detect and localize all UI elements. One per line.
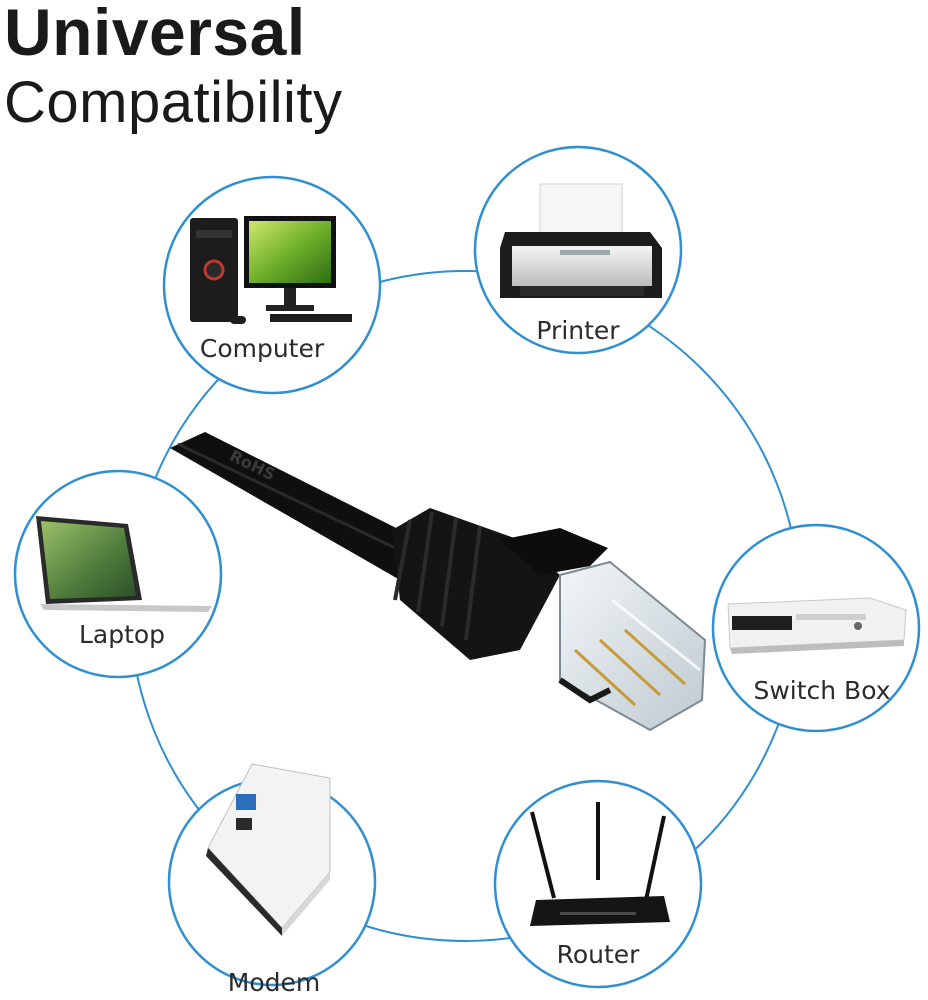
headline: Universal Compatibility: [4, 0, 343, 136]
laptop-icon: [36, 516, 212, 612]
computer-icon: [190, 216, 352, 324]
device-circle-laptop: [13, 469, 223, 679]
device-label-router: Router: [556, 940, 640, 969]
device-label-switch: Switch Box: [753, 676, 891, 705]
network-switch-icon: [727, 597, 907, 654]
device-circle-modem: [167, 763, 377, 987]
modem-icon: [206, 763, 331, 936]
device-circle-printer: [473, 145, 683, 355]
ethernet-cable: RoHS: [170, 432, 707, 732]
device-label-modem: Modem: [227, 968, 321, 997]
rj45-plug: [559, 560, 707, 732]
device-label-printer: Printer: [536, 316, 620, 345]
device-circle-computer: [162, 175, 382, 395]
headline-line-2: Compatibility: [4, 70, 343, 135]
printer-icon: [500, 183, 662, 298]
device-label-laptop: Laptop: [78, 620, 166, 649]
device-circle-switch: [711, 523, 921, 733]
device-circle-router: [493, 779, 703, 989]
headline-line-1: Universal: [4, 0, 306, 69]
router-icon: [530, 802, 670, 926]
device-label-computer: Computer: [199, 334, 325, 363]
